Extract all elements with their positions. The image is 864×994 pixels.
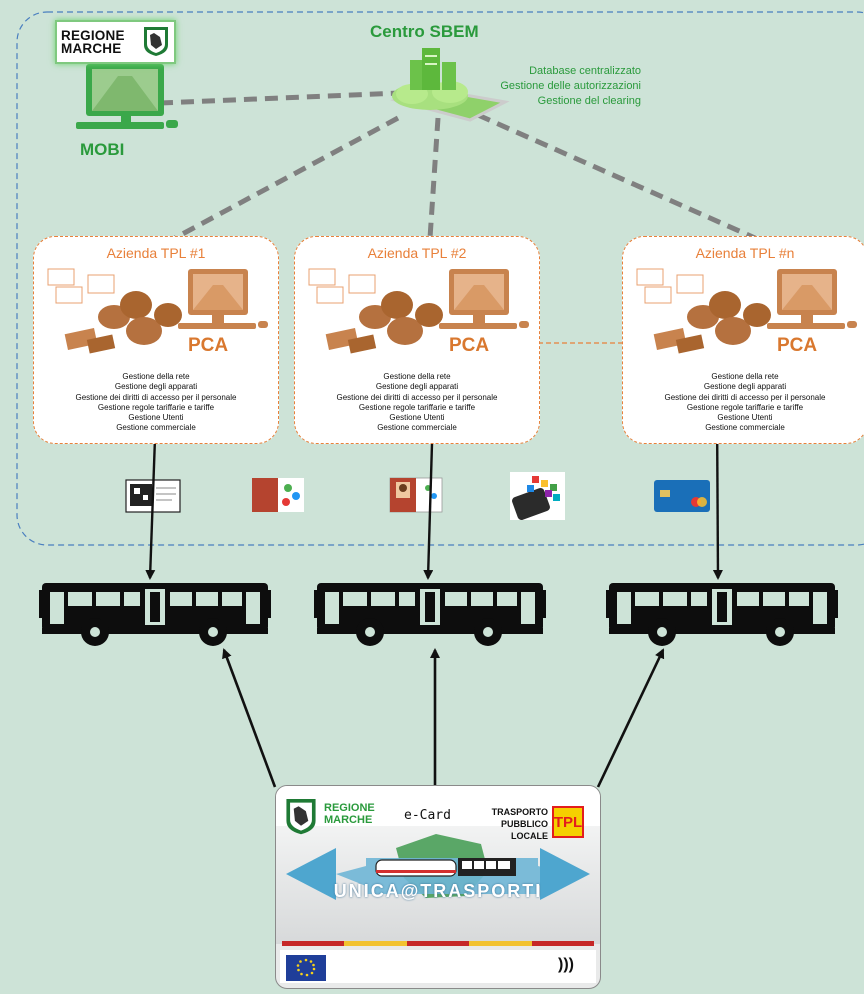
azienda-function: Gestione Utenti [128,413,184,423]
card-regione-text: REGIONE MARCHE [324,802,375,826]
azienda-function: Gestione degli apparati [703,382,787,392]
pca-label: PCA [188,335,229,356]
azienda-function: Gestione degli apparati [114,382,198,392]
azienda-function: Gestione regole tariffarie e tariffe [686,402,804,412]
azienda-function: Gestione della rete [122,372,190,381]
azienda-box-n: Azienda TPL #n PCA Gestione della rete G… [622,236,864,444]
tpl-logo: TPL [552,806,584,838]
centro-function: Database centralizzato [529,65,641,77]
azienda-functions: Gestione della rete Gestione degli appar… [623,372,864,434]
azienda-function: Gestione regole tariffarie e tariffe [97,402,215,412]
azienda-function: Gestione commerciale [705,423,785,433]
contactless-icon: ))) [558,956,574,973]
server-cloud-icon [390,48,510,122]
azienda-function: Gestione della rete [383,372,451,381]
azienda-box-1: Azienda TPL #1 PCA Gestione della rete G… [33,236,279,444]
regione-marche-logo: REGIONE MARCHE [55,20,176,64]
azienda-function: Gestione degli apparati [375,382,459,392]
azienda-function: Gestione dei diritti di accesso per il p… [75,392,237,402]
card-artwork [276,826,600,944]
smartphone-apps-icon [510,472,565,520]
azienda-function: Gestione Utenti [717,413,773,423]
bank-card-icon [654,480,710,512]
card-color-stripe [282,941,595,946]
card-tpl-line1: TRASPORTO [491,807,548,817]
card-regione-emblem-icon [286,799,316,835]
network-links [159,90,757,241]
mobi-computer-icon [76,64,178,129]
pca-equipment-icon [636,268,857,354]
azienda-box-2: Azienda TPL #2 PCA Gestione della rete G… [294,236,540,444]
logo-text: REGIONE MARCHE [61,28,125,56]
pca-equipment-icon [308,268,529,354]
card-regione-line1: REGIONE [324,802,375,814]
azienda-title: Azienda TPL #1 [106,245,206,261]
card-footer: ))) [280,950,596,983]
logo-line1: REGIONE [61,28,125,43]
logo-line2: MARCHE [61,41,122,56]
azienda-function: Gestione dei diritti di accesso per il p… [336,392,498,402]
pca-equipment-icon [47,268,268,354]
card-product-name: UNICA@TRASPORTI [333,881,543,901]
centro-function: Gestione del clearing [537,95,641,107]
centro-function: Gestione delle autorizzazioni [500,80,641,92]
eu-flag-icon [286,955,326,981]
regione-emblem-icon [144,27,168,56]
mobi-label: MOBI [80,140,125,159]
centro-sbem-title: Centro SBEM [370,22,479,41]
card-regione-line2: MARCHE [324,814,373,826]
pca-label: PCA [777,335,818,356]
azienda-function: Gestione dei diritti di accesso per il p… [664,392,826,402]
unica-trasporti-ecard: REGIONE MARCHE e-Card TRASPORTO PUBBLICO… [275,785,601,989]
bus-icon-1 [39,583,271,646]
azienda-title: Azienda TPL #n [695,245,795,261]
pca-label: PCA [449,335,490,356]
card-tpl-line3: LOCALE [511,831,548,841]
centro-functions: Database centralizzato Gestione delle au… [455,64,641,109]
card-ecard-label: e-Card [404,808,451,823]
photo-id-card-icon [389,477,443,513]
card-tpl-line2: PUBBLICO [501,819,548,829]
azienda-function: Gestione Utenti [389,413,445,423]
bus-icon-2 [314,583,546,646]
azienda-functions: Gestione della rete Gestione degli appar… [295,372,539,434]
azienda-functions: Gestione della rete Gestione degli appar… [34,372,278,434]
personal-card-icon [252,478,304,512]
card-tpl-text: TRASPORTO PUBBLICO LOCALE [476,806,548,842]
bus-icon-n [606,583,838,646]
network-boundary [16,11,864,546]
azienda-title: Azienda TPL #2 [367,245,467,261]
card-bus-arrows [222,648,665,788]
azienda-function: Gestione commerciale [377,423,457,433]
azienda-function: Gestione commerciale [116,423,196,433]
azienda-function: Gestione della rete [711,372,779,381]
azienda-function: Gestione regole tariffarie e tariffe [358,402,476,412]
